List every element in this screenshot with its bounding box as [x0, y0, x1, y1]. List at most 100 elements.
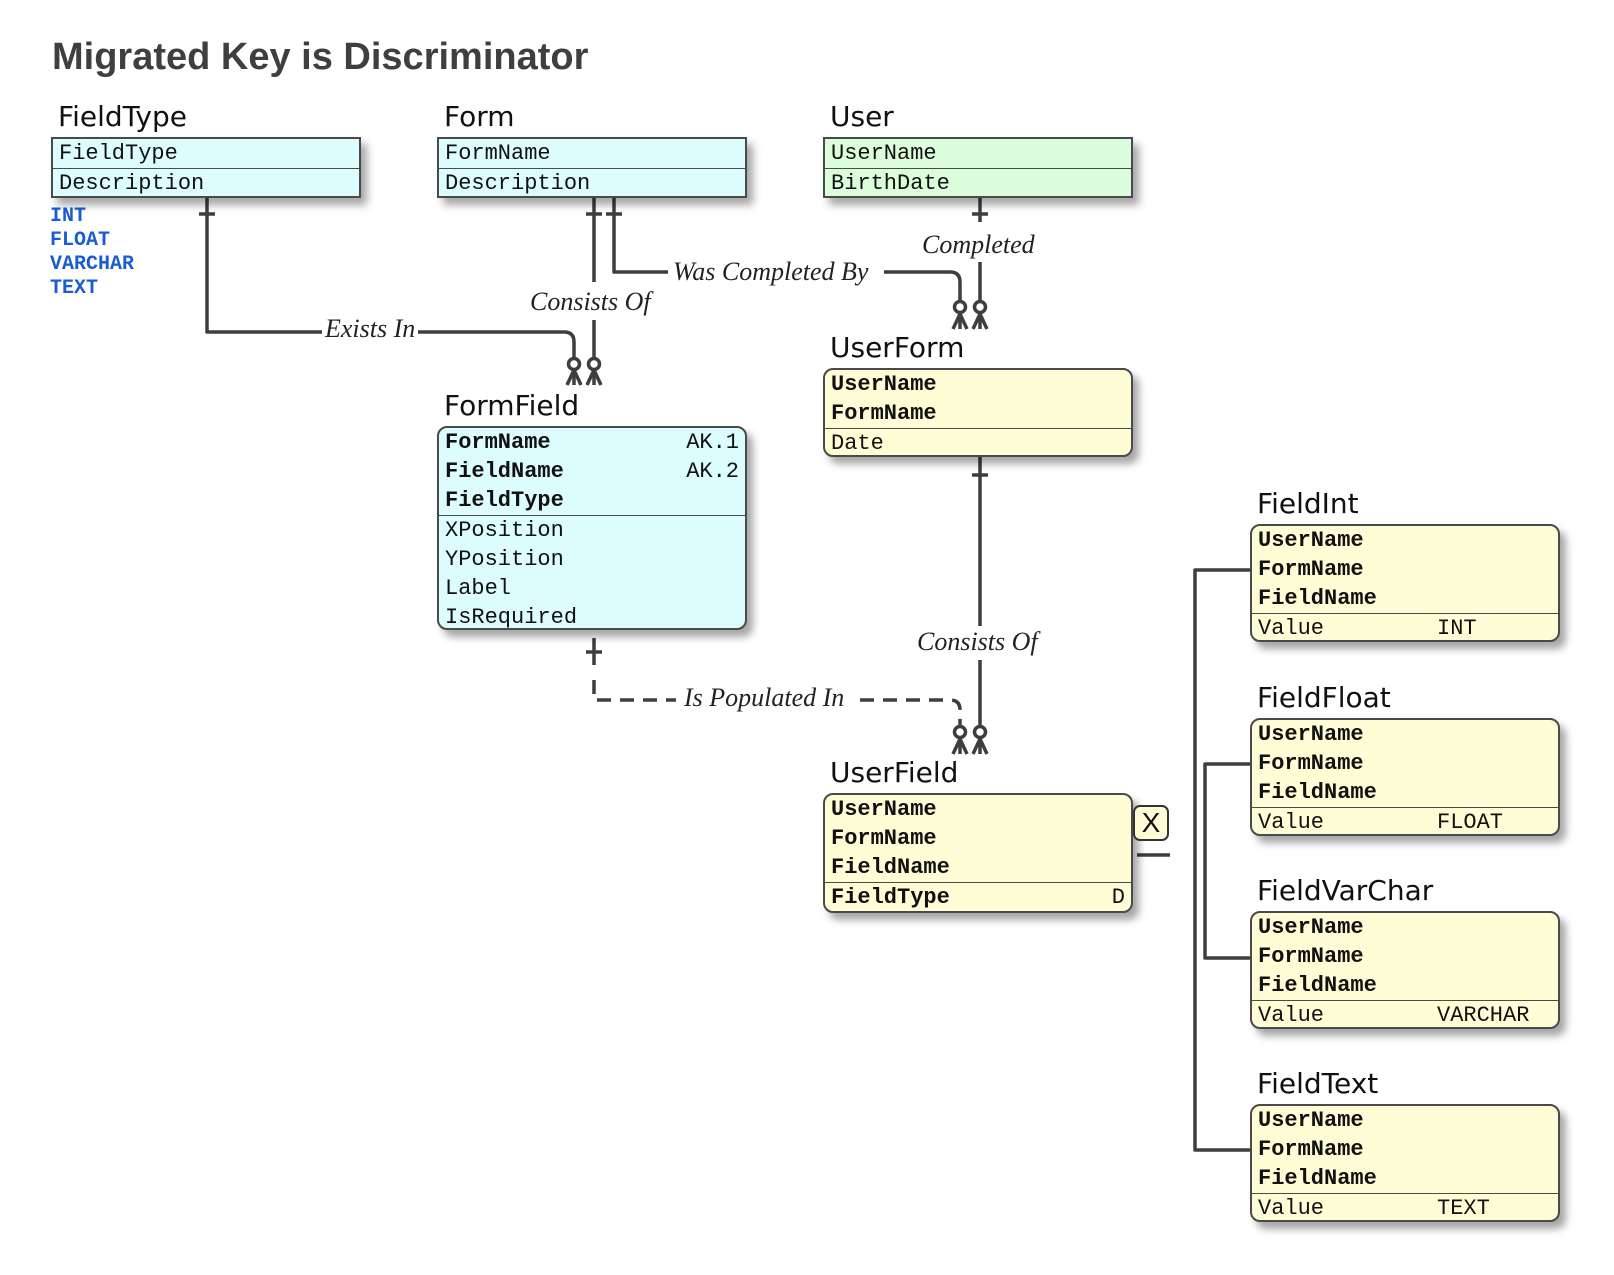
- field-type-value-list: INT FLOAT VARCHAR TEXT: [50, 205, 134, 301]
- attribute: Label: [445, 576, 512, 601]
- discriminator-attribute: FieldType D: [825, 883, 1131, 911]
- subtype-connectors: [1137, 568, 1250, 1152]
- key-attribute: FormName: [831, 401, 937, 426]
- alternate-key-tag: AK.1: [686, 430, 739, 455]
- entity-fieldvarchar: UserName FormName FieldName Value VARCHA…: [1250, 911, 1560, 1029]
- attribute-name: FieldType: [831, 885, 950, 910]
- type-value: INT: [50, 205, 87, 228]
- relationship-label-was-completed-by: Was Completed By: [670, 257, 872, 287]
- consists-of-form-line: [585, 198, 603, 386]
- discriminator-tag: D: [1111, 885, 1125, 910]
- key-attribute: UserName: [1258, 915, 1364, 940]
- entity-fieldint: UserName FormName FieldName Value INT: [1250, 524, 1560, 642]
- key-section: UserName FormName FieldName: [825, 795, 1131, 882]
- key-attribute: FormName: [1258, 1137, 1364, 1162]
- attribute: Description: [53, 168, 359, 196]
- entity-title-userform: UserForm: [830, 331, 965, 364]
- key-attribute: UserName: [1258, 1108, 1364, 1133]
- key-section: UserName FormName FieldName: [1252, 526, 1558, 613]
- entity-title-fieldtext: FieldText: [1257, 1067, 1379, 1100]
- entity-formfield: FormName AK.1 FieldName AK.2 FieldType X…: [437, 426, 747, 630]
- key-attribute: UserName: [831, 372, 937, 397]
- exists-in-line: [199, 198, 583, 386]
- attribute-type: FLOAT: [1437, 810, 1504, 835]
- attribute: Value TEXT: [1252, 1194, 1558, 1221]
- entity-userform: UserName FormName Date: [823, 368, 1133, 457]
- attribute-type: TEXT: [1437, 1196, 1490, 1221]
- entity-fieldtype: FieldType Description: [51, 137, 361, 198]
- key-attribute: UserName: [1258, 528, 1364, 553]
- consists-of-userform-line: [971, 457, 989, 755]
- attribute: FormName: [445, 141, 551, 166]
- attribute-section: Value INT: [1252, 613, 1558, 641]
- attribute-name: FieldType: [445, 488, 564, 513]
- relationship-label-is-populated-in: Is Populated In: [681, 683, 848, 713]
- key-attribute: FormName: [1258, 944, 1364, 969]
- entity-title-form: Form: [444, 100, 515, 133]
- attribute-name: FormName: [445, 430, 551, 455]
- entity-title-fieldint: FieldInt: [1257, 487, 1359, 520]
- is-populated-in-line: [586, 638, 969, 755]
- key-attribute: FormName: [1258, 557, 1364, 582]
- attribute: FieldType: [59, 141, 178, 166]
- attribute-name: Value: [1258, 1196, 1325, 1221]
- relationship-label-completed: Completed: [919, 230, 1038, 260]
- relationship-label-exists-in: Exists In: [322, 314, 419, 344]
- entity-title-fieldfloat: FieldFloat: [1257, 681, 1391, 714]
- key-attribute: FieldName: [831, 855, 950, 880]
- type-value: TEXT: [50, 277, 99, 300]
- entity-title-user: User: [830, 100, 894, 133]
- attribute-type: INT: [1437, 616, 1477, 641]
- attribute: XPosition: [445, 518, 564, 543]
- discriminator-symbol: X: [1133, 805, 1169, 841]
- key-section: FormName AK.1 FieldName AK.2 FieldType: [439, 428, 745, 515]
- attribute-name: Value: [1258, 810, 1325, 835]
- key-attribute: UserName: [831, 797, 937, 822]
- key-attribute: FormName AK.1: [439, 428, 745, 457]
- entity-user: UserName BirthDate: [823, 137, 1133, 198]
- key-attribute: FieldName: [1258, 780, 1377, 805]
- alternate-key-tag: AK.2: [686, 459, 739, 484]
- attribute: Description: [439, 168, 745, 196]
- key-attribute: UserName: [1258, 722, 1364, 747]
- attribute-section: XPosition YPosition Label IsRequired: [439, 515, 745, 630]
- attribute-section: Value VARCHAR: [1252, 1000, 1558, 1028]
- attribute: IsRequired: [445, 605, 578, 630]
- entity-title-fieldvarchar: FieldVarChar: [1257, 874, 1434, 907]
- key-attribute: FormName: [831, 826, 937, 851]
- attribute-name: Value: [1258, 1003, 1325, 1028]
- key-attribute: FieldName: [1258, 1166, 1377, 1191]
- entity-title-userfield: UserField: [830, 756, 959, 789]
- entity-title-formfield: FormField: [444, 389, 580, 422]
- attribute-name: Value: [1258, 616, 1325, 641]
- attribute-section: Value TEXT: [1252, 1193, 1558, 1221]
- key-attribute: FieldType: [439, 486, 745, 515]
- relationship-label-consists-of: Consists Of: [914, 627, 1041, 657]
- key-attribute: FieldName: [1258, 586, 1377, 611]
- attribute-section: Date: [825, 428, 1131, 455]
- key-section: UserName FormName: [825, 370, 1131, 428]
- key-section: UserName FormName FieldName: [1252, 720, 1558, 807]
- attribute-name: FieldName: [445, 459, 564, 484]
- key-section: UserName FormName FieldName: [1252, 1106, 1558, 1193]
- completed-line: [971, 198, 989, 330]
- entity-form: FormName Description: [437, 137, 747, 198]
- attribute-section: FieldType D: [825, 882, 1131, 911]
- type-value: VARCHAR: [50, 253, 135, 276]
- key-section: UserName FormName FieldName: [1252, 913, 1558, 1000]
- key-attribute: FieldName AK.2: [439, 457, 745, 486]
- attribute-section: Value FLOAT: [1252, 807, 1558, 835]
- was-completed-by-line: [606, 198, 969, 330]
- diagram-title: Migrated Key is Discriminator: [52, 36, 589, 78]
- key-attribute: FieldName: [1258, 973, 1377, 998]
- type-value: FLOAT: [50, 229, 111, 252]
- attribute-type: VARCHAR: [1437, 1003, 1530, 1028]
- attribute: Value FLOAT: [1252, 808, 1558, 835]
- entity-userfield: UserName FormName FieldName FieldType D: [823, 793, 1133, 913]
- entity-title-fieldtype: FieldType: [58, 100, 187, 133]
- entity-fieldfloat: UserName FormName FieldName Value FLOAT: [1250, 718, 1560, 836]
- attribute: YPosition: [445, 547, 564, 572]
- entity-fieldtext: UserName FormName FieldName Value TEXT: [1250, 1104, 1560, 1222]
